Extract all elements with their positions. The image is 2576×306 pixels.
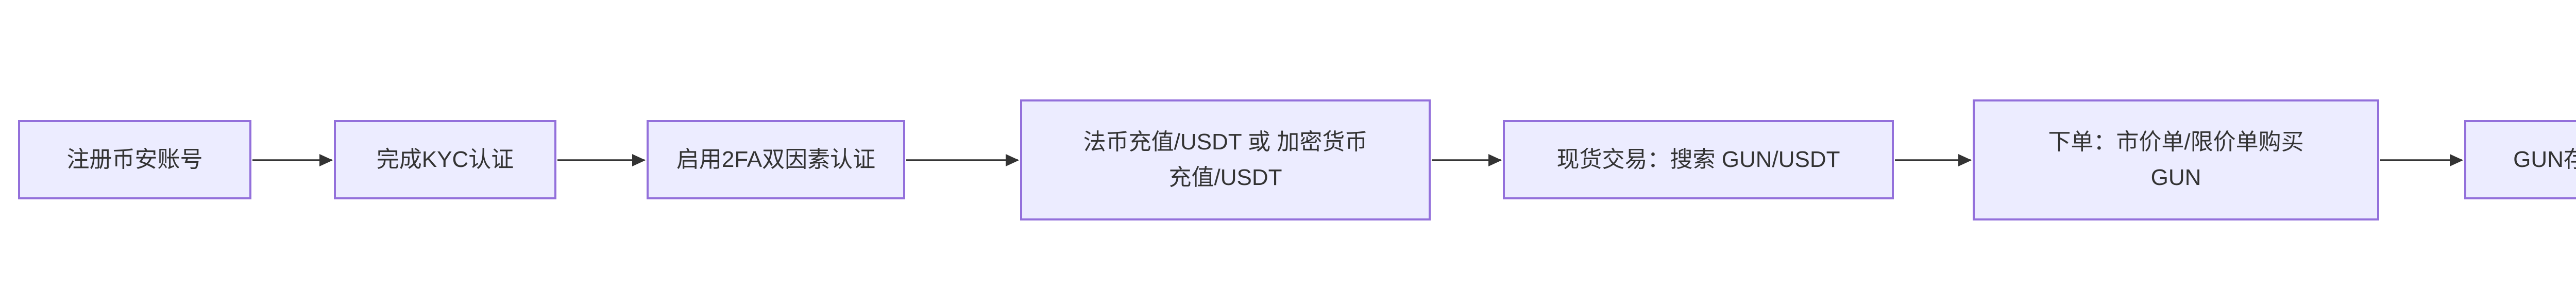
node-gun-in-spot-wallet: GUN存入币安现货钱包 xyxy=(2464,120,2576,199)
node-register-binance-account-label: 注册币安账号 xyxy=(66,146,203,172)
node-complete-kyc-label: 完成KYC认证 xyxy=(376,146,514,172)
node-place-order-buy-gun: 下单：市价单/限价单购买 GUN xyxy=(1973,99,2379,220)
node-enable-2fa-label: 启用2FA双因素认证 xyxy=(676,146,876,172)
node-deposit-fiat-or-crypto: 法币充值/USDT 或 加密货币 充值/USDT xyxy=(1020,99,1431,220)
node-place-order-buy-gun-label: 下单：市价单/限价单购买 GUN xyxy=(2048,129,2304,190)
node-deposit-fiat-or-crypto-label: 法币充值/USDT 或 加密货币 充值/USDT xyxy=(1083,129,1368,190)
node-complete-kyc: 完成KYC认证 xyxy=(334,120,556,199)
node-spot-trade-search-pair: 现货交易：搜索 GUN/USDT xyxy=(1503,120,1894,199)
node-enable-2fa: 启用2FA双因素认证 xyxy=(647,120,905,199)
node-spot-trade-search-pair-label: 现货交易：搜索 GUN/USDT xyxy=(1556,146,1840,172)
node-gun-in-spot-wallet-label: GUN存入币安现货钱包 xyxy=(2513,146,2576,172)
node-register-binance-account: 注册币安账号 xyxy=(18,120,251,199)
